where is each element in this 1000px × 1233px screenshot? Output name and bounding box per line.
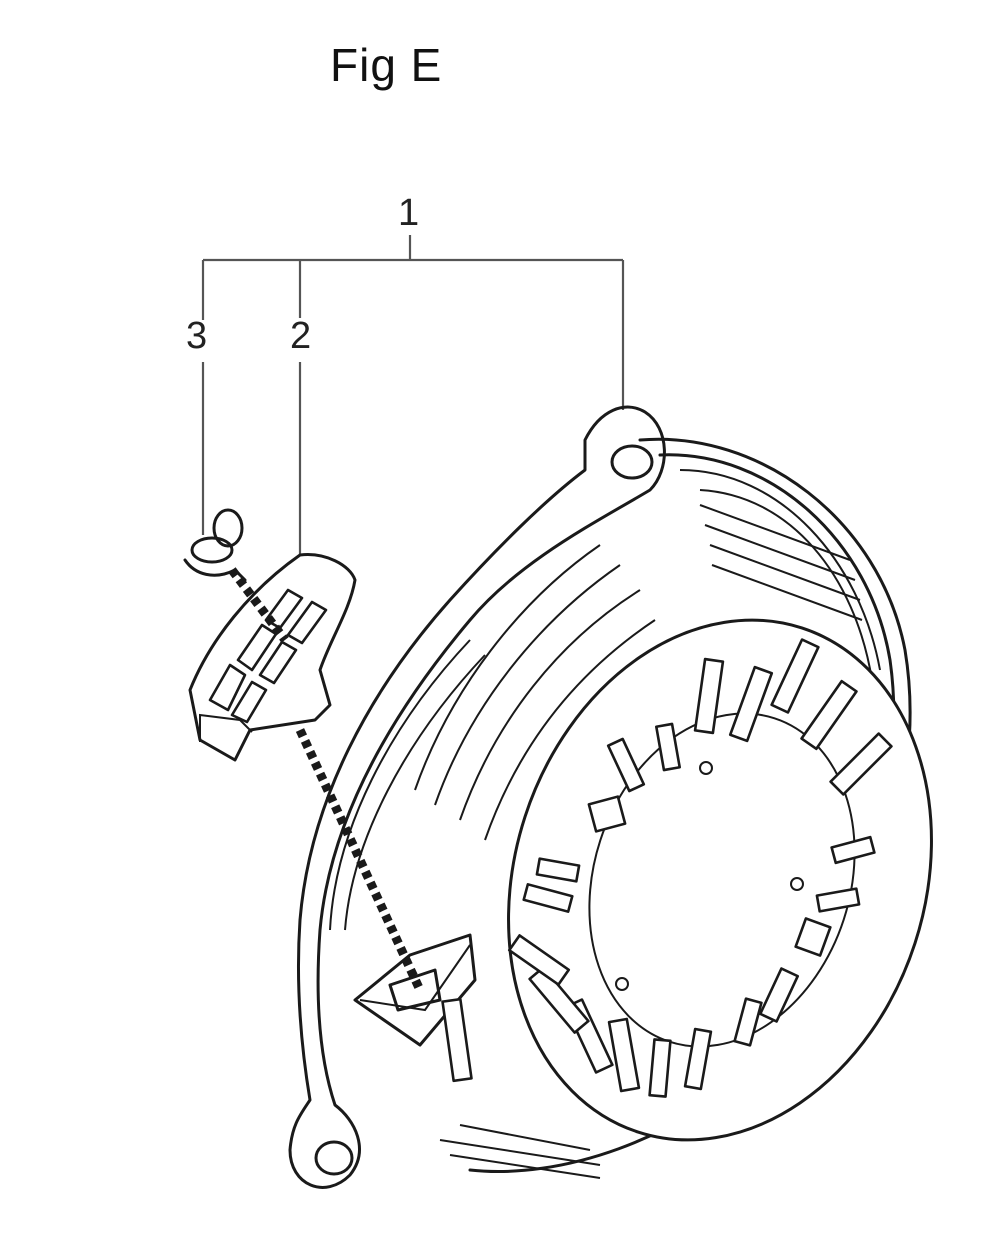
rope-knot (183, 508, 289, 643)
rope-guide (353, 933, 477, 1083)
front-face (507, 618, 933, 1142)
housing-fins (439, 504, 863, 1179)
vent-slots (507, 638, 893, 1098)
callout-label-knot: 3 (186, 315, 208, 357)
callout-label-handle: 2 (290, 315, 312, 357)
callout-bracket (201, 235, 625, 555)
callout-label-assembly: 1 (398, 192, 420, 234)
figure-title: Fig E (330, 39, 443, 91)
pull-handle (188, 553, 357, 762)
cover-ribs (414, 544, 656, 841)
